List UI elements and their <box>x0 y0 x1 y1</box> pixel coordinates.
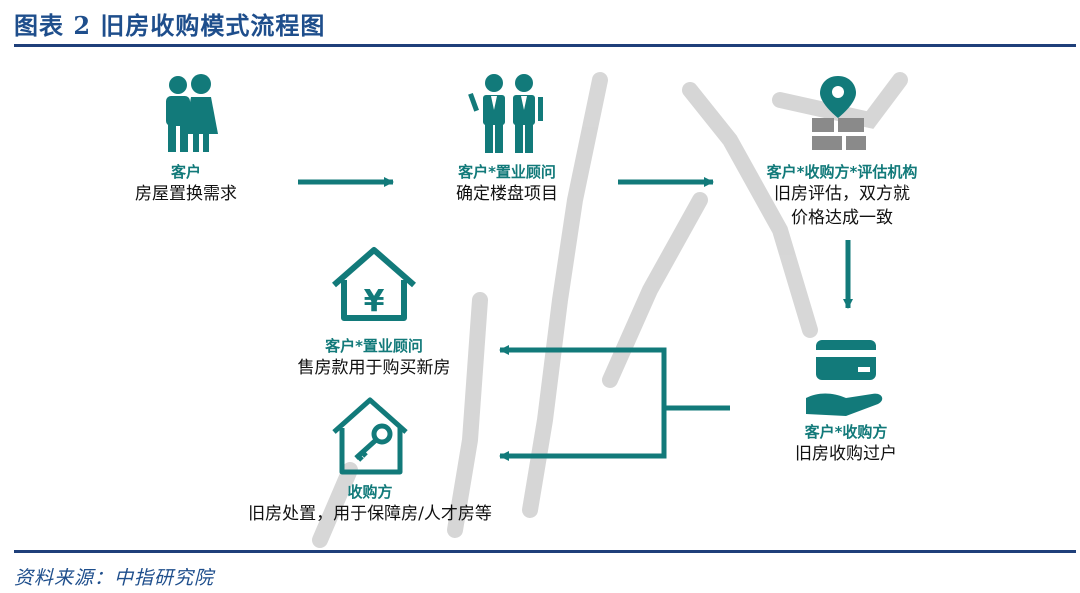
node-advisor: 客户*置业顾问 确定楼盘项目 <box>456 162 558 206</box>
node-appraisal: 客户*收购方*评估机构 旧房评估，双方就 价格达成一致 <box>767 162 918 230</box>
node-customer: 客户 房屋置换需求 <box>135 162 237 206</box>
flow-arrows <box>298 177 853 461</box>
node-role: 客户 <box>170 163 201 181</box>
node-role: 客户*置业顾问 <box>325 337 423 355</box>
couple-icon <box>166 74 218 152</box>
svg-text:¥: ¥ <box>364 284 385 319</box>
top-rule <box>14 44 1076 47</box>
node-desc: 确定楼盘项目 <box>456 184 558 204</box>
node-new-home: 客户*置业顾问 售房款用于购买新房 <box>298 336 451 380</box>
node-role: 客户*收购方 <box>804 423 888 441</box>
node-role: 收购方 <box>347 483 393 501</box>
card-in-hand-icon <box>806 340 883 416</box>
node-desc: 房屋置换需求 <box>135 184 237 204</box>
node-desc: 旧房处置，用于保障房/人才房等 <box>248 504 492 524</box>
node-desc: 旧房收购过户 <box>795 444 897 464</box>
node-desc: 售房款用于购买新房 <box>297 358 451 378</box>
watermark <box>312 72 908 548</box>
source-note: 资料来源：中指研究院 <box>14 567 215 589</box>
node-disposal: 收购方 旧房处置，用于保障房/人才房等 <box>248 482 492 526</box>
node-transfer: 客户*收购方 旧房收购过户 <box>795 422 897 466</box>
node-desc: 旧房评估，双方就 价格达成一致 <box>773 184 910 228</box>
page-title: 图表 2 旧房收购模式流程图 <box>14 11 326 40</box>
house-key-icon <box>332 397 408 475</box>
node-role: 客户*置业顾问 <box>458 163 556 181</box>
two-businessmen-icon <box>468 74 543 153</box>
house-yuan-icon: ¥ <box>332 247 416 321</box>
node-role: 客户*收购方*评估机构 <box>766 163 918 181</box>
map-pin-icon <box>812 76 866 150</box>
bottom-rule <box>14 550 1076 553</box>
